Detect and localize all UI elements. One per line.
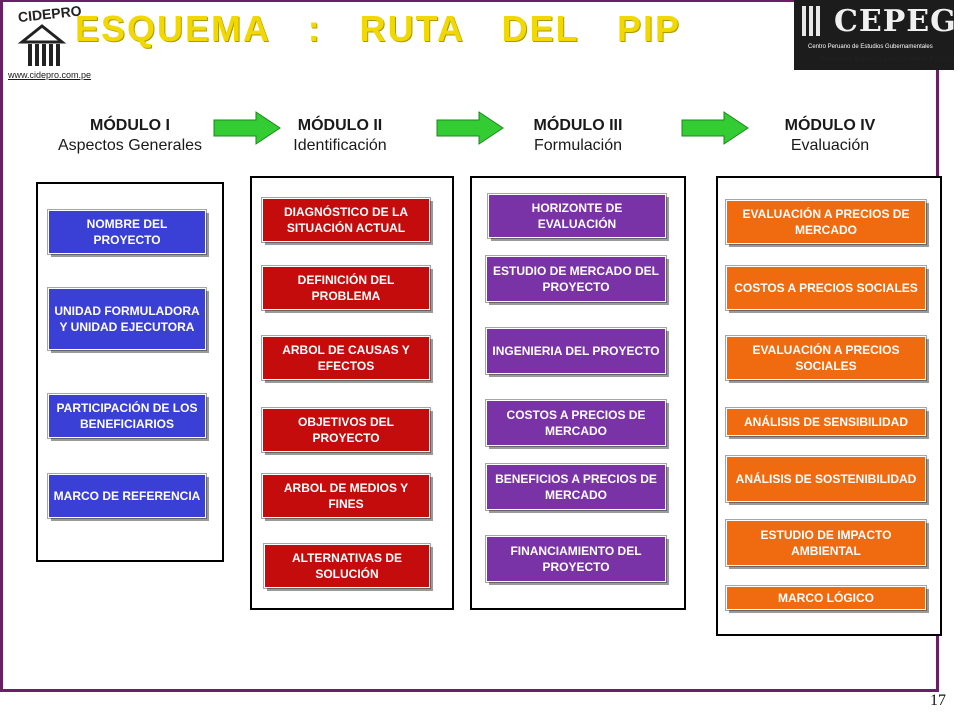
module-4-item: ANÁLISIS DE SENSIBILIDAD xyxy=(725,407,927,437)
module-3-header: MÓDULO III Formulación xyxy=(498,116,658,156)
module-2-item: DEFINICIÓN DEL PROBLEMA xyxy=(261,265,431,311)
cepeg-subtitle: Centro Peruano de Estudios Gubernamental… xyxy=(808,44,933,50)
module-1-item: NOMBRE DEL PROYECTO xyxy=(47,209,207,255)
page-number: 17 xyxy=(930,692,946,709)
module-2-item: ARBOL DE MEDIOS Y FINES xyxy=(261,473,431,519)
module-4-panel xyxy=(716,176,942,636)
cepeg-logo: CEPEG Centro Peruano de Estudios Guberna… xyxy=(794,0,957,70)
frame-top-border xyxy=(0,0,939,2)
cidepro-url[interactable]: www.cidepro.com.pe xyxy=(8,70,92,80)
module-4-subtitle: Evaluación xyxy=(790,137,870,154)
cepeg-logo-text: CEPEG xyxy=(834,4,957,39)
module-1-subtitle: Aspectos Generales xyxy=(57,137,203,154)
module-1-name: MÓDULO I xyxy=(90,117,170,134)
cepeg-slogan: "Formando Expertos para un mejor Estado" xyxy=(818,56,954,63)
arrow-right-icon xyxy=(436,111,504,145)
module-2-panel xyxy=(250,176,454,610)
module-2-header: MÓDULO II Identificación xyxy=(260,116,420,156)
page-title: ESQUEMA : RUTA DEL PIP xyxy=(75,8,682,49)
module-1-header: MÓDULO I Aspectos Generales xyxy=(20,116,240,156)
cidepro-logo-text: CIDEPRO xyxy=(17,4,82,25)
module-3-item: FINANCIAMIENTO DEL PROYECTO xyxy=(485,535,667,583)
module-4-item: EVALUACIÓN A PRECIOS SOCIALES xyxy=(725,335,927,381)
frame-left-border xyxy=(0,0,3,692)
module-2-item: DIAGNÓSTICO DE LA SITUACIÓN ACTUAL xyxy=(261,197,431,243)
frame-bottom-border xyxy=(0,689,939,692)
module-4-item: ANÁLISIS DE SOSTENIBILIDAD xyxy=(725,455,927,503)
module-2-item: OBJETIVOS DEL PROYECTO xyxy=(261,407,431,453)
module-3-item: BENEFICIOS A PRECIOS DE MERCADO xyxy=(485,463,667,511)
module-2-subtitle: Identificación xyxy=(293,137,387,154)
arrow-right-icon xyxy=(213,111,281,145)
module-4-item: ESTUDIO DE IMPACTO AMBIENTAL xyxy=(725,519,927,567)
module-3-item: ESTUDIO DE MERCADO DEL PROYECTO xyxy=(485,255,667,303)
module-1-item: PARTICIPACIÓN DE LOS BENEFICIARIOS xyxy=(47,393,207,439)
module-4-name: MÓDULO IV xyxy=(784,117,876,134)
module-3-subtitle: Formulación xyxy=(533,137,623,154)
cepeg-columns-icon xyxy=(802,6,823,41)
module-4-item: MARCO LÓGICO xyxy=(725,585,927,611)
module-1-item: UNIDAD FORMULADORA Y UNIDAD EJECUTORA xyxy=(47,287,207,351)
module-3-item: INGENIERIA DEL PROYECTO xyxy=(485,327,667,375)
module-3-name: MÓDULO III xyxy=(533,117,623,134)
module-2-name: MÓDULO II xyxy=(297,117,383,134)
module-2-item: ARBOL DE CAUSAS Y EFECTOS xyxy=(261,335,431,381)
cidepro-logo: CIDEPRO xyxy=(17,4,82,66)
arrow-right-icon xyxy=(681,111,749,145)
module-4-header: MÓDULO IV Evaluación xyxy=(750,116,910,156)
module-3-item: HORIZONTE DE EVALUACIÓN xyxy=(487,193,667,239)
module-3-item: COSTOS A PRECIOS DE MERCADO xyxy=(485,399,667,447)
module-4-item: EVALUACIÓN A PRECIOS DE MERCADO xyxy=(725,199,927,245)
module-2-item: ALTERNATIVAS DE SOLUCIÓN xyxy=(263,543,431,589)
module-4-item: COSTOS A PRECIOS SOCIALES xyxy=(725,265,927,311)
module-1-item: MARCO DE REFERENCIA xyxy=(47,473,207,519)
